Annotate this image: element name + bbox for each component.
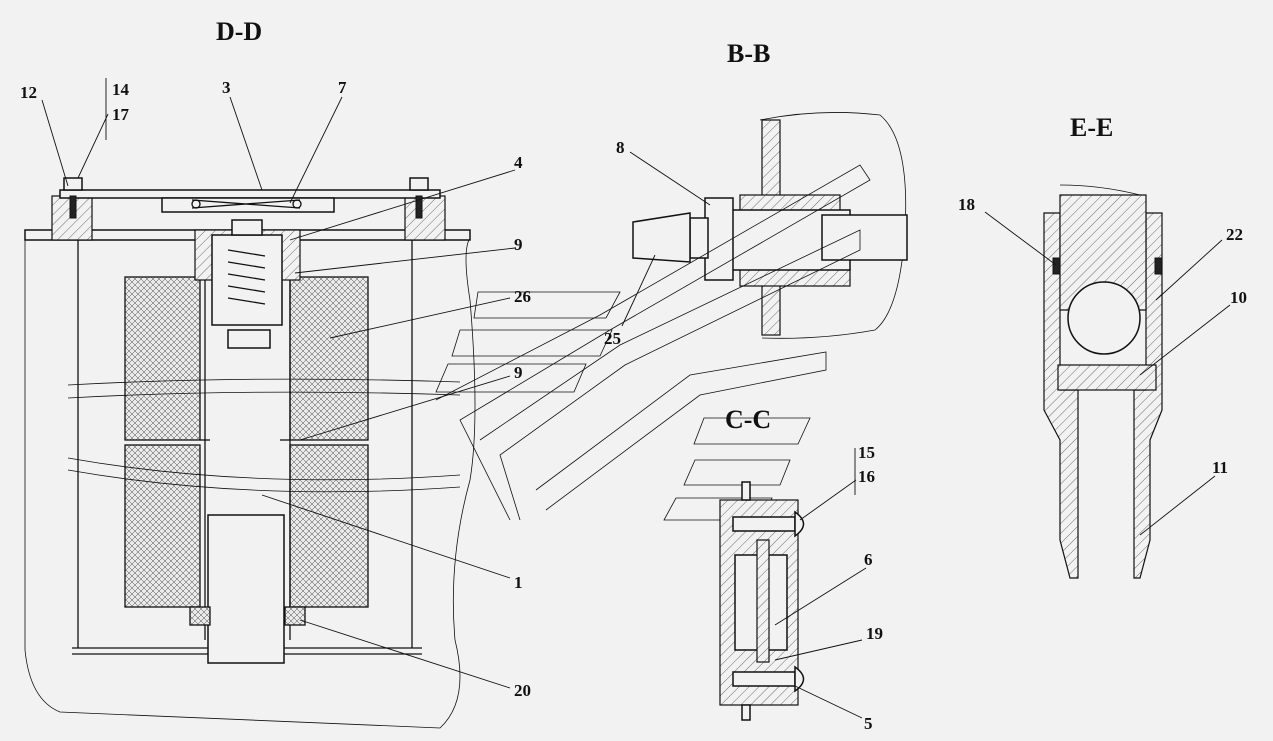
coil-upper-left [124, 276, 201, 441]
cc-glass [756, 539, 770, 663]
section-dd [24, 78, 516, 729]
coil-lower-left [124, 444, 201, 608]
callout-20: 20 [514, 681, 531, 700]
valve-cap [231, 219, 263, 236]
seal-left [1052, 257, 1061, 275]
valve-seat [227, 329, 271, 349]
cover-plate [59, 189, 441, 199]
section-cc [719, 448, 867, 721]
pipe [821, 214, 908, 261]
callout-9-lower: 9 [514, 363, 523, 382]
spring-7 [191, 199, 301, 209]
callout-15: 15 [858, 443, 875, 462]
fitting-neck [689, 217, 709, 259]
section-title-dd: D-D [216, 17, 262, 46]
seat-10 [1057, 364, 1157, 391]
ball-22 [1067, 281, 1141, 355]
coil-lower-right [289, 444, 369, 608]
callout-11: 11 [1212, 458, 1228, 477]
ghost-outlines [435, 164, 871, 521]
callout-14: 14 [112, 80, 130, 99]
spring-valve [227, 249, 266, 305]
nut-left [189, 606, 211, 626]
coil-upper-right [289, 276, 369, 441]
section-ee [984, 184, 1231, 579]
callout-26: 26 [514, 287, 531, 306]
callout-4: 4 [514, 153, 523, 172]
screw-upper [732, 516, 796, 532]
section-title-bb: B-B [727, 39, 770, 68]
callout-6: 6 [864, 550, 873, 569]
callout-25: 25 [604, 329, 621, 348]
cover-boss [161, 197, 335, 213]
screw-lower [732, 671, 796, 687]
callout-3: 3 [222, 78, 231, 97]
callout-1: 1 [514, 573, 523, 592]
callout-16: 16 [858, 467, 875, 486]
section-title-ee: E-E [1070, 113, 1113, 142]
nut-right [284, 606, 306, 626]
callout-10: 10 [1230, 288, 1247, 307]
plunger [207, 514, 285, 664]
section-title-cc: C-C [725, 405, 771, 434]
callout-19: 19 [866, 624, 883, 643]
callout-12: 12 [20, 83, 37, 102]
break-line-1 [67, 378, 461, 399]
cap-25 [632, 212, 691, 263]
screw-left-shank [69, 195, 77, 219]
break-outline-dd [24, 237, 476, 729]
callout-5: 5 [864, 714, 873, 733]
callout-7: 7 [338, 78, 347, 97]
break-line-2 [67, 457, 461, 493]
valve-body [211, 234, 283, 326]
flange-right [404, 195, 446, 241]
seal-right [1154, 257, 1163, 275]
callout-8: 8 [616, 138, 625, 157]
screw-left [63, 177, 83, 191]
callout-22: 22 [1226, 225, 1243, 244]
screw-right-shank [415, 195, 423, 219]
hex-nut-8 [704, 197, 734, 281]
screw-right [409, 177, 429, 191]
callout-17: 17 [112, 105, 130, 124]
callout-9-upper: 9 [514, 235, 523, 254]
section-bb [621, 112, 908, 339]
callout-18: 18 [958, 195, 975, 214]
